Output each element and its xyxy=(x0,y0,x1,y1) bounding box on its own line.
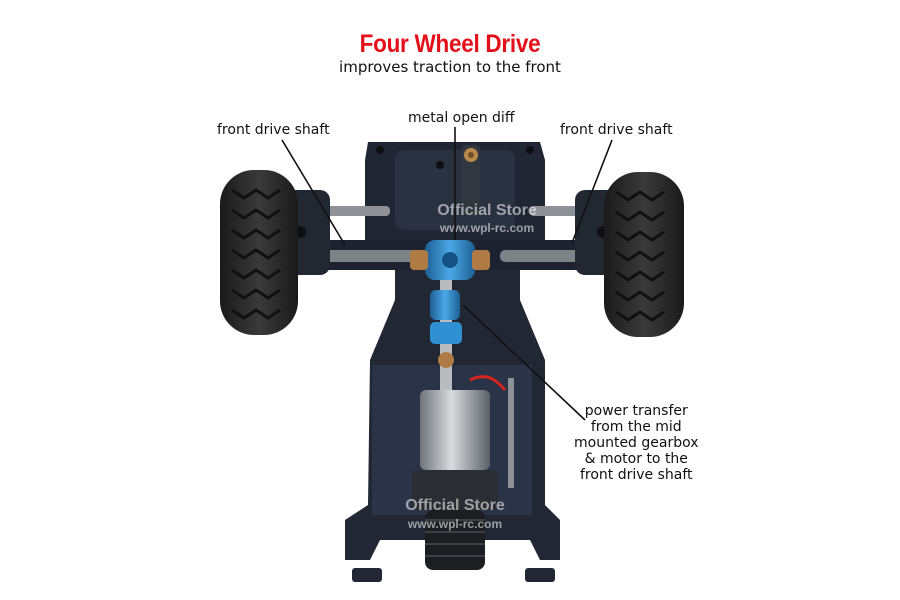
leader-line-right-shaft xyxy=(571,139,613,244)
image-subtitle: improves traction to the front xyxy=(339,58,561,76)
power-transfer-label: power transfer from the mid mounted gear… xyxy=(574,403,699,483)
leader-line-power-transfer xyxy=(462,304,586,421)
front-left-tire xyxy=(220,170,298,335)
watermark-top-line2: www.wpl-rc.com xyxy=(439,221,534,235)
front-drive-shaft-right-label: front drive shaft xyxy=(560,122,673,138)
metal-open-diff xyxy=(410,240,490,280)
watermark-top-line1: Official Store xyxy=(437,202,537,219)
image-title: Four Wheel Drive xyxy=(359,30,541,58)
watermark-bottom-line1: Official Store xyxy=(405,497,505,514)
metal-open-diff-label: metal open diff xyxy=(408,110,515,126)
front-drive-shaft-left-label: front drive shaft xyxy=(217,122,330,138)
motor xyxy=(412,375,514,570)
callout-lines xyxy=(281,127,613,421)
front-right-tire xyxy=(604,172,684,337)
leader-line-left-shaft xyxy=(281,139,346,246)
watermark-bottom-line2: www.wpl-rc.com xyxy=(407,517,502,531)
